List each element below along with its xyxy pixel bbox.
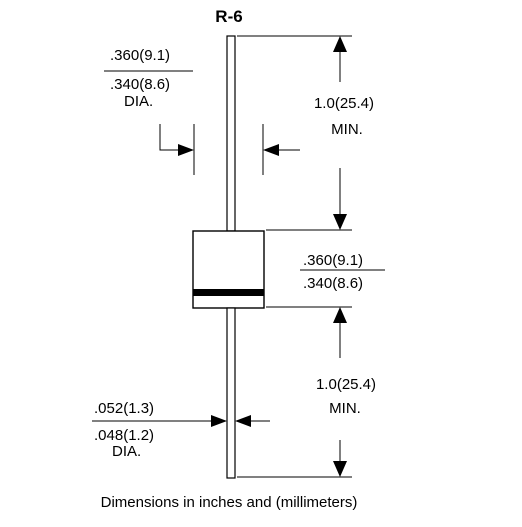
bottom-lead-arrow-up [333,307,347,323]
body-length-max: .360(9.1) [303,252,363,269]
top-lead-length-suffix: MIN. [331,121,363,138]
body-diameter-arrow-left [178,144,194,156]
bottom-lead-length-value: 1.0(25.4) [316,376,376,393]
footer-note: Dimensions in inches and (millimeters) [101,494,358,511]
body-diameter-arrow-right [263,144,279,156]
body-diameter-leader-left [159,124,180,151]
body-diameter-suffix: DIA. [124,93,153,110]
lead-diameter-max: .052(1.3) [94,400,154,417]
bottom-lead-length-suffix: MIN. [329,400,361,417]
top-lead-length-value: 1.0(25.4) [314,95,374,112]
lead-diameter-min: .048(1.2) [94,427,154,444]
body-length-min: .340(8.6) [303,275,363,292]
cathode-band [193,289,264,296]
top-lead-arrow-down [333,214,347,230]
bottom-lead [226,307,236,479]
lead-diameter-arrow-right [235,415,251,427]
body-diameter-max: .360(9.1) [110,47,170,64]
top-lead-arrow-up [333,36,347,52]
body-diameter-min: .340(8.6) [110,76,170,93]
bottom-lead-arrow-down [333,461,347,477]
top-lead [226,35,236,232]
lead-diameter-suffix: DIA. [112,443,141,460]
package-title: R-6 [215,7,242,26]
lead-diameter-arrow-left [211,415,227,427]
diode-body [192,230,265,309]
